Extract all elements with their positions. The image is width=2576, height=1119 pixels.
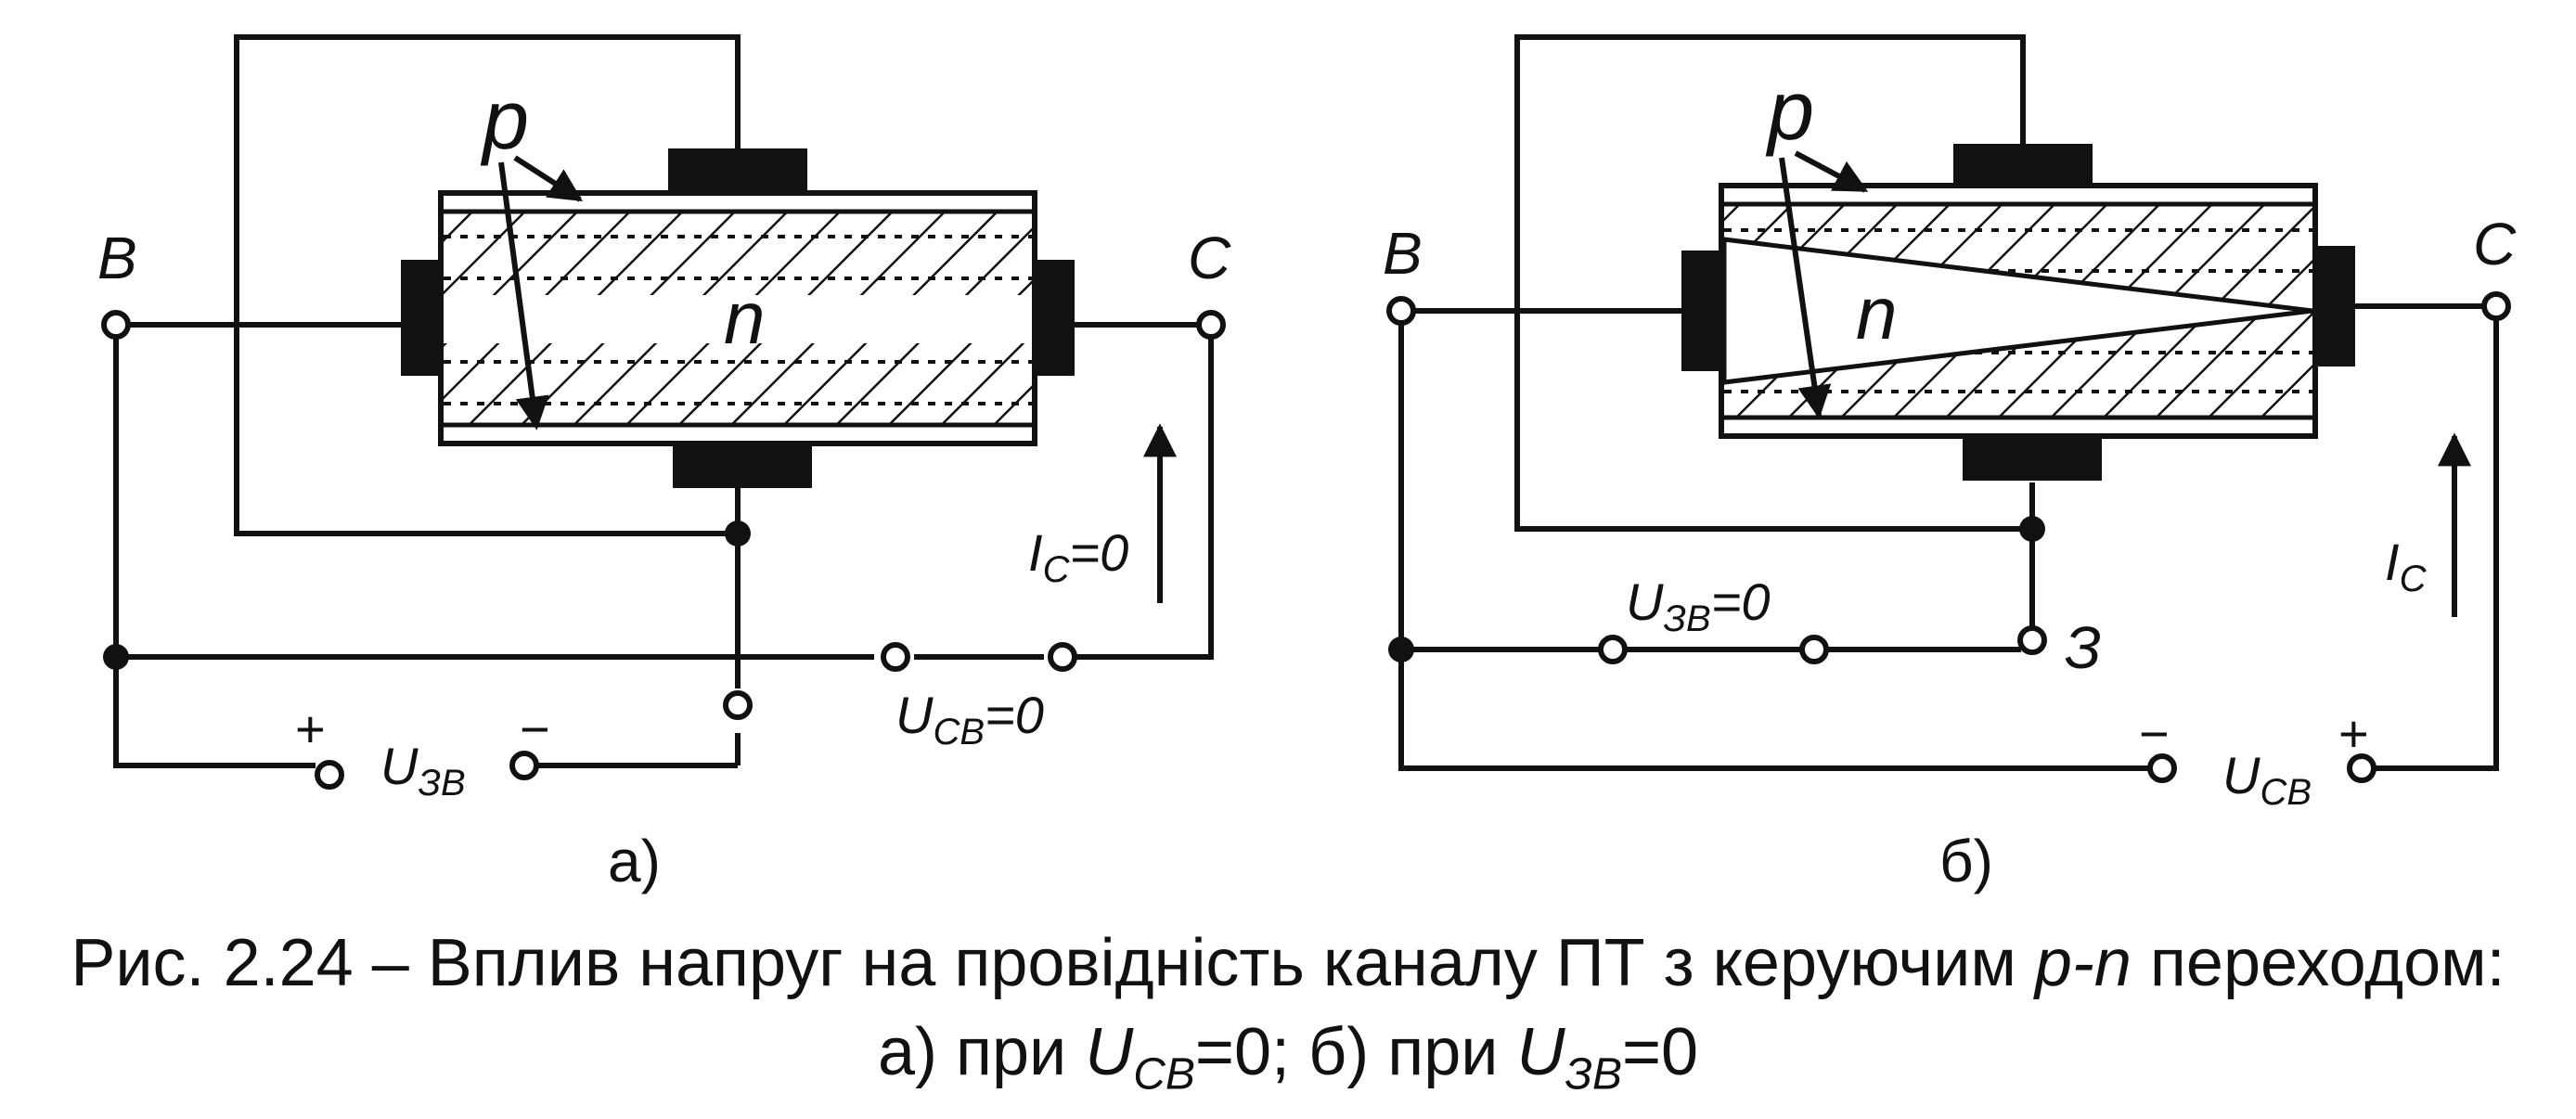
drain-label-b: С bbox=[2473, 211, 2517, 277]
p-region-upper-a bbox=[444, 212, 1032, 295]
caption-line-2: а) при UСВ=0; б) при UЗВ=0 bbox=[877, 1015, 1699, 1100]
drain-contact-a bbox=[1033, 260, 1075, 376]
drain-label-a: С bbox=[1188, 225, 1231, 291]
source-label-a: В bbox=[97, 225, 137, 291]
gate-label-b: З bbox=[2065, 614, 2101, 681]
gate-contact-top-b bbox=[1953, 144, 2093, 186]
gate-top-loop-b bbox=[1514, 34, 2032, 532]
p-label-a: p bbox=[480, 74, 529, 167]
plus-label-a: + bbox=[295, 700, 326, 758]
drain-terminal-a bbox=[1196, 310, 1226, 340]
n-label-b: n bbox=[1856, 272, 1898, 354]
source-terminal-a bbox=[101, 310, 131, 340]
gate-contact-bottom-b bbox=[1963, 436, 2102, 481]
p-arrow-upper-b bbox=[1794, 150, 1869, 193]
current-label-a: IC=0 bbox=[1028, 523, 1128, 590]
source-label-b: В bbox=[1383, 220, 1423, 287]
fet-diagram: В С p n IC=0 + − UЗВ UСВ=0 а) bbox=[97, 34, 2517, 894]
gate-terminal-b bbox=[2017, 625, 2047, 655]
gate-contact-bottom-a bbox=[673, 444, 812, 488]
udrain-label-b: UСВ bbox=[2222, 746, 2312, 813]
source-contact-b bbox=[1681, 251, 1723, 371]
figure-caption: Рис. 2.24 – Вплив напруг на провідність … bbox=[0, 919, 2576, 1119]
gate-contact-top-a bbox=[668, 148, 807, 193]
current-label-b: IC bbox=[2385, 533, 2428, 599]
ugate-label-a: UЗВ bbox=[380, 737, 466, 804]
drain-contact-b bbox=[2313, 246, 2355, 367]
plus-label-b: + bbox=[2338, 704, 2369, 763]
source-terminal-b bbox=[1386, 296, 1416, 326]
p-arrow-lower-b bbox=[1779, 157, 1832, 419]
gate-top-loop-a bbox=[234, 34, 741, 536]
minus-label-b: − bbox=[2139, 704, 2170, 763]
n-channel-b bbox=[1721, 237, 2313, 385]
p-arrow-lower-a bbox=[498, 161, 549, 431]
panel-b: В С p n З IC UЗВ=0 − + UСВ б) bbox=[1383, 34, 2517, 894]
ugate-label-b: UЗВ=0 bbox=[1626, 572, 1771, 639]
minus-label-a: − bbox=[520, 700, 550, 758]
caption-line-1: Рис. 2.24 – Вплив напруг на провідність … bbox=[71, 926, 2505, 1000]
n-label-a: n bbox=[724, 277, 766, 359]
drain-terminal-b bbox=[2481, 291, 2511, 321]
source-contact-a bbox=[401, 260, 443, 376]
n-channel-a bbox=[444, 295, 1032, 343]
p-arrow-upper-a bbox=[513, 155, 584, 202]
p-label-b: p bbox=[1765, 65, 1814, 158]
panel-letter-a: а) bbox=[608, 828, 661, 894]
panel-letter-b: б) bbox=[1939, 828, 1993, 894]
panel-a: В С p n IC=0 + − UЗВ UСВ=0 а) bbox=[97, 34, 1231, 894]
udrain-label-a: UСВ=0 bbox=[895, 686, 1044, 752]
